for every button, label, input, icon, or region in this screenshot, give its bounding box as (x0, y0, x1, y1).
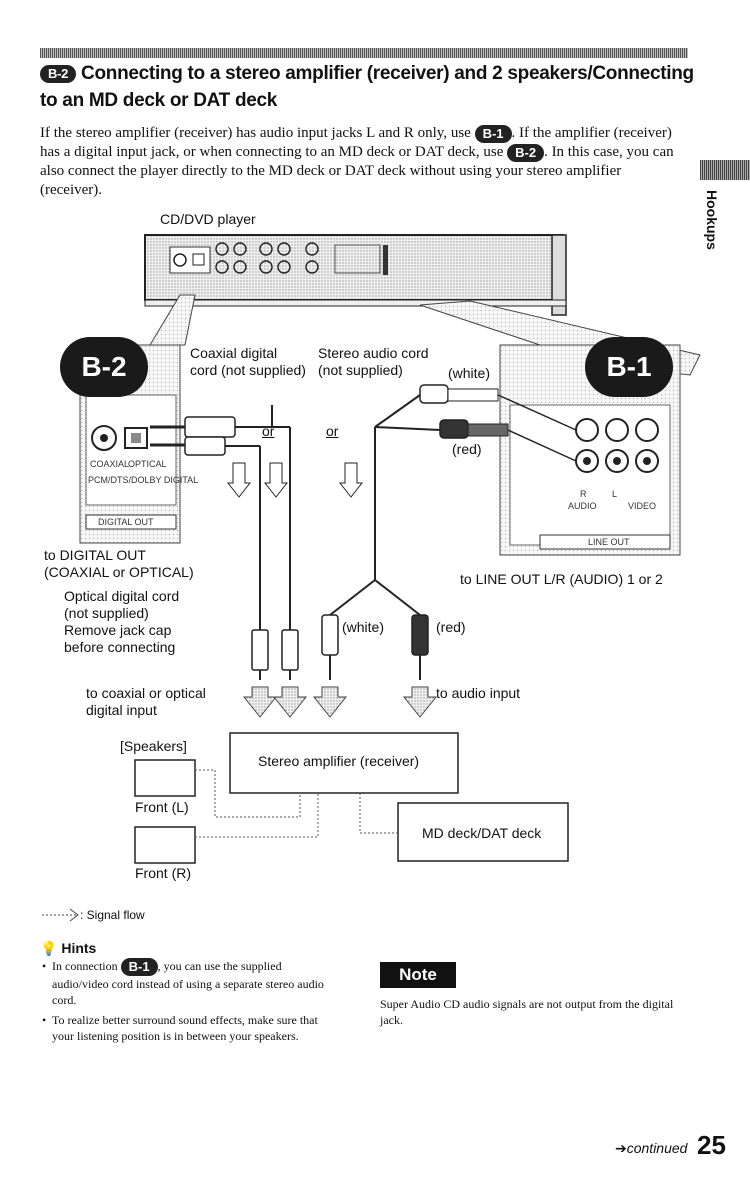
to-coaxial-input-label: to coaxial or optical digital input (86, 685, 206, 718)
intro-badge-b1: B-1 (474, 124, 512, 143)
speakers-label: [Speakers] (120, 738, 187, 754)
md-deck-box (397, 802, 569, 862)
front-r-label: Front (R) (135, 865, 191, 881)
badge-b1: B-1 (585, 337, 673, 397)
panel-l-label: L (612, 489, 618, 499)
intro-badge-b2: B-2 (507, 143, 545, 162)
side-label-hookups: Hookups (704, 190, 720, 250)
panel-line-out-label: LINE OUT (588, 537, 630, 547)
white-top-label: (white) (448, 365, 491, 381)
note-label: Note (399, 965, 437, 984)
md-deck-label: MD deck/DAT deck (422, 825, 542, 841)
amplifier-box (229, 732, 459, 794)
heading-text: Connecting to a stereo amplifier (receiv… (40, 63, 694, 111)
connection-diagram: CD/DVD player B-2 B-1 Coaxial digital co… (0, 205, 750, 925)
hints-section: 💡 Hints In connection B-1, you can use t… (40, 940, 340, 1048)
signal-flow-label: : Signal flow (80, 908, 145, 922)
white-mid-label: (white) (342, 619, 385, 635)
intro-text-1: If the stereo amplifier (receiver) has a… (40, 125, 475, 141)
or-label-1: or (262, 423, 275, 439)
hints-title: 💡 Hints (40, 940, 340, 956)
signal-arrows (226, 462, 438, 718)
speaker-front-r (134, 826, 196, 864)
or-label-2: or (326, 423, 339, 439)
side-tab-marker (700, 160, 750, 180)
bulb-icon: 💡 (40, 940, 62, 956)
panel-digital-out-label: DIGITAL OUT (98, 517, 154, 527)
intro-paragraph: If the stereo amplifier (receiver) has a… (40, 124, 685, 200)
red-mid-label: (red) (436, 619, 466, 635)
hint-1-badge: B-1 (120, 958, 158, 977)
red-top-label: (red) (452, 441, 482, 457)
digital-plugs (150, 416, 272, 456)
panel-video-label: VIDEO (628, 501, 657, 511)
hint-item-1: In connection B-1, you can use the suppl… (42, 958, 340, 1008)
stereo-cord-label: Stereo audio cord (not supplied) (318, 345, 429, 378)
continued-label: ➔continued (615, 1140, 687, 1157)
to-line-out-label: to LINE OUT L/R (AUDIO) 1 or 2 (460, 571, 663, 587)
panel-coaxial-label: COAXIAL (90, 459, 130, 469)
section-heading: B-2 Connecting to a stereo amplifier (re… (40, 60, 700, 114)
hint-1-text-b: , you can use the supplied audio/video c… (52, 959, 324, 1008)
diagram-drawing (42, 234, 701, 922)
coaxial-cord-label: Coaxial digital cord (not supplied) (190, 345, 306, 378)
continued-text: continued (626, 1140, 688, 1156)
player-label: CD/DVD player (160, 211, 256, 227)
badge-b2: B-2 (60, 337, 148, 397)
optical-cord-label: Optical digital cord (not supplied) Remo… (64, 588, 180, 655)
to-audio-input-label: to audio input (436, 685, 521, 701)
hints-list: In connection B-1, you can use the suppl… (40, 958, 340, 1044)
hint-item-2: To realize better surround sound effects… (42, 1012, 340, 1044)
panel-r-label: R (580, 489, 587, 499)
page-number: 25 (697, 1130, 726, 1160)
panel-pcm-label: PCM/DTS/DOLBY DIGITAL (88, 475, 199, 485)
arrow-right-icon: ➔ (615, 1140, 627, 1156)
to-digital-out-label: to DIGITAL OUT (COAXIAL or OPTICAL) (44, 547, 194, 580)
hints-title-text: Hints (61, 940, 97, 956)
note-text: Super Audio CD audio signals are not out… (380, 997, 674, 1027)
hint-1-text-a: In connection (52, 959, 121, 973)
heading-badge: B-2 (40, 64, 77, 83)
panel-audio-label: AUDIO (568, 501, 597, 511)
player-unit (144, 234, 567, 316)
note-box (380, 962, 456, 988)
front-l-label: Front (L) (135, 799, 189, 815)
top-rule (40, 48, 688, 58)
panel-optical-label: OPTICAL (128, 459, 167, 469)
intro-text-3: . In this case, you can also connect the… (40, 144, 674, 198)
intro-text-2: . If the amplifier (receiver) has a digi… (40, 125, 672, 160)
speaker-front-l (134, 759, 196, 797)
amplifier-label: Stereo amplifier (receiver) (258, 753, 420, 769)
